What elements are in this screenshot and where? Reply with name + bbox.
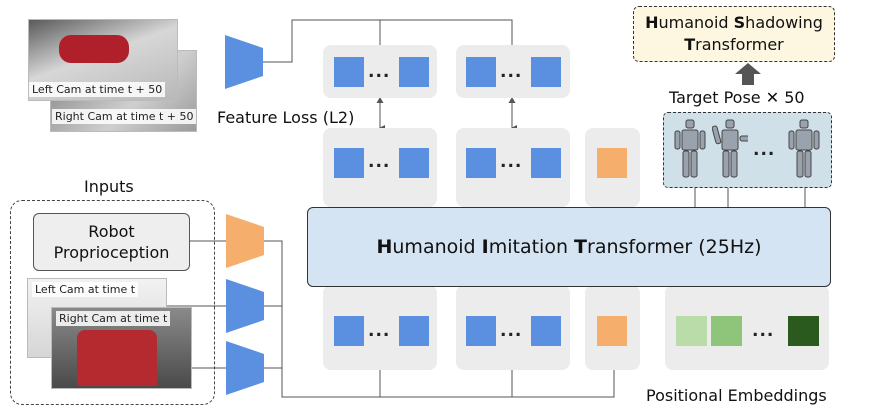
target-feature-token bbox=[531, 57, 561, 87]
red-shirt-shape bbox=[77, 330, 157, 386]
right-cam-now-caption: Right Cam at time t bbox=[56, 311, 171, 326]
input-image-token bbox=[466, 316, 496, 346]
input-image-token bbox=[531, 316, 561, 346]
left-cam-future-photo: Left Cam at time t + 50 bbox=[28, 19, 178, 101]
input-image-token bbox=[399, 316, 429, 346]
predicted-feature-token bbox=[466, 148, 496, 178]
left-cam-future-caption: Left Cam at time t + 50 bbox=[29, 82, 166, 97]
camera-encoder-top bbox=[225, 35, 263, 89]
target-feature-token bbox=[334, 57, 364, 87]
predicted-feature-token bbox=[334, 148, 364, 178]
humanoid-robot-icon bbox=[788, 119, 820, 178]
target-pose-label: Target Pose ✕ 50 bbox=[669, 88, 805, 107]
ellipsis: ... bbox=[368, 152, 391, 172]
hst-title-line2: Transformer bbox=[684, 35, 784, 54]
right-cam-now-photo: Right Cam at time t bbox=[51, 307, 192, 389]
input-image-token bbox=[334, 316, 364, 346]
hst-title-line1: Humanoid Shadowing bbox=[645, 13, 823, 32]
ellipsis: ... bbox=[500, 62, 523, 82]
red-cloth-shape bbox=[59, 35, 129, 63]
left-cam-now-caption: Left Cam at time t bbox=[32, 282, 139, 297]
right-camera-encoder bbox=[226, 341, 264, 395]
positional-embeddings-label: Positional Embeddings bbox=[646, 386, 827, 405]
input-proprio-token bbox=[597, 316, 627, 346]
inputs-label: Inputs bbox=[84, 177, 134, 196]
ellipsis: ... bbox=[500, 321, 523, 341]
ellipsis: ... bbox=[500, 152, 523, 172]
robot-proprioception-box: Robot Proprioception bbox=[33, 213, 190, 271]
right-cam-future-caption: Right Cam at time t + 50 bbox=[52, 109, 196, 124]
positional-embedding-token-2 bbox=[711, 316, 742, 346]
ellipsis: ... bbox=[368, 62, 391, 82]
positional-embedding-token-3 bbox=[788, 316, 819, 346]
inputs-group bbox=[10, 200, 215, 405]
up-arrow-icon bbox=[735, 63, 761, 85]
feature-loss-label: Feature Loss (L2) bbox=[217, 108, 355, 127]
pose-ellipsis: ... bbox=[753, 140, 776, 160]
proprioception-encoder bbox=[226, 214, 264, 268]
humanoid-robot-icon bbox=[712, 119, 748, 178]
predicted-feature-token bbox=[399, 148, 429, 178]
target-feature-token bbox=[466, 57, 496, 87]
ellipsis: ... bbox=[368, 321, 391, 341]
left-camera-encoder bbox=[226, 279, 264, 333]
humanoid-robot-icon bbox=[674, 119, 706, 178]
ellipsis: ... bbox=[752, 321, 775, 341]
predicted-feature-token bbox=[531, 148, 561, 178]
humanoid-shadowing-transformer-box: Humanoid Shadowing Transformer bbox=[633, 6, 835, 62]
target-feature-token bbox=[399, 57, 429, 87]
predicted-proprio-token bbox=[597, 148, 627, 178]
positional-embedding-token-1 bbox=[676, 316, 707, 346]
